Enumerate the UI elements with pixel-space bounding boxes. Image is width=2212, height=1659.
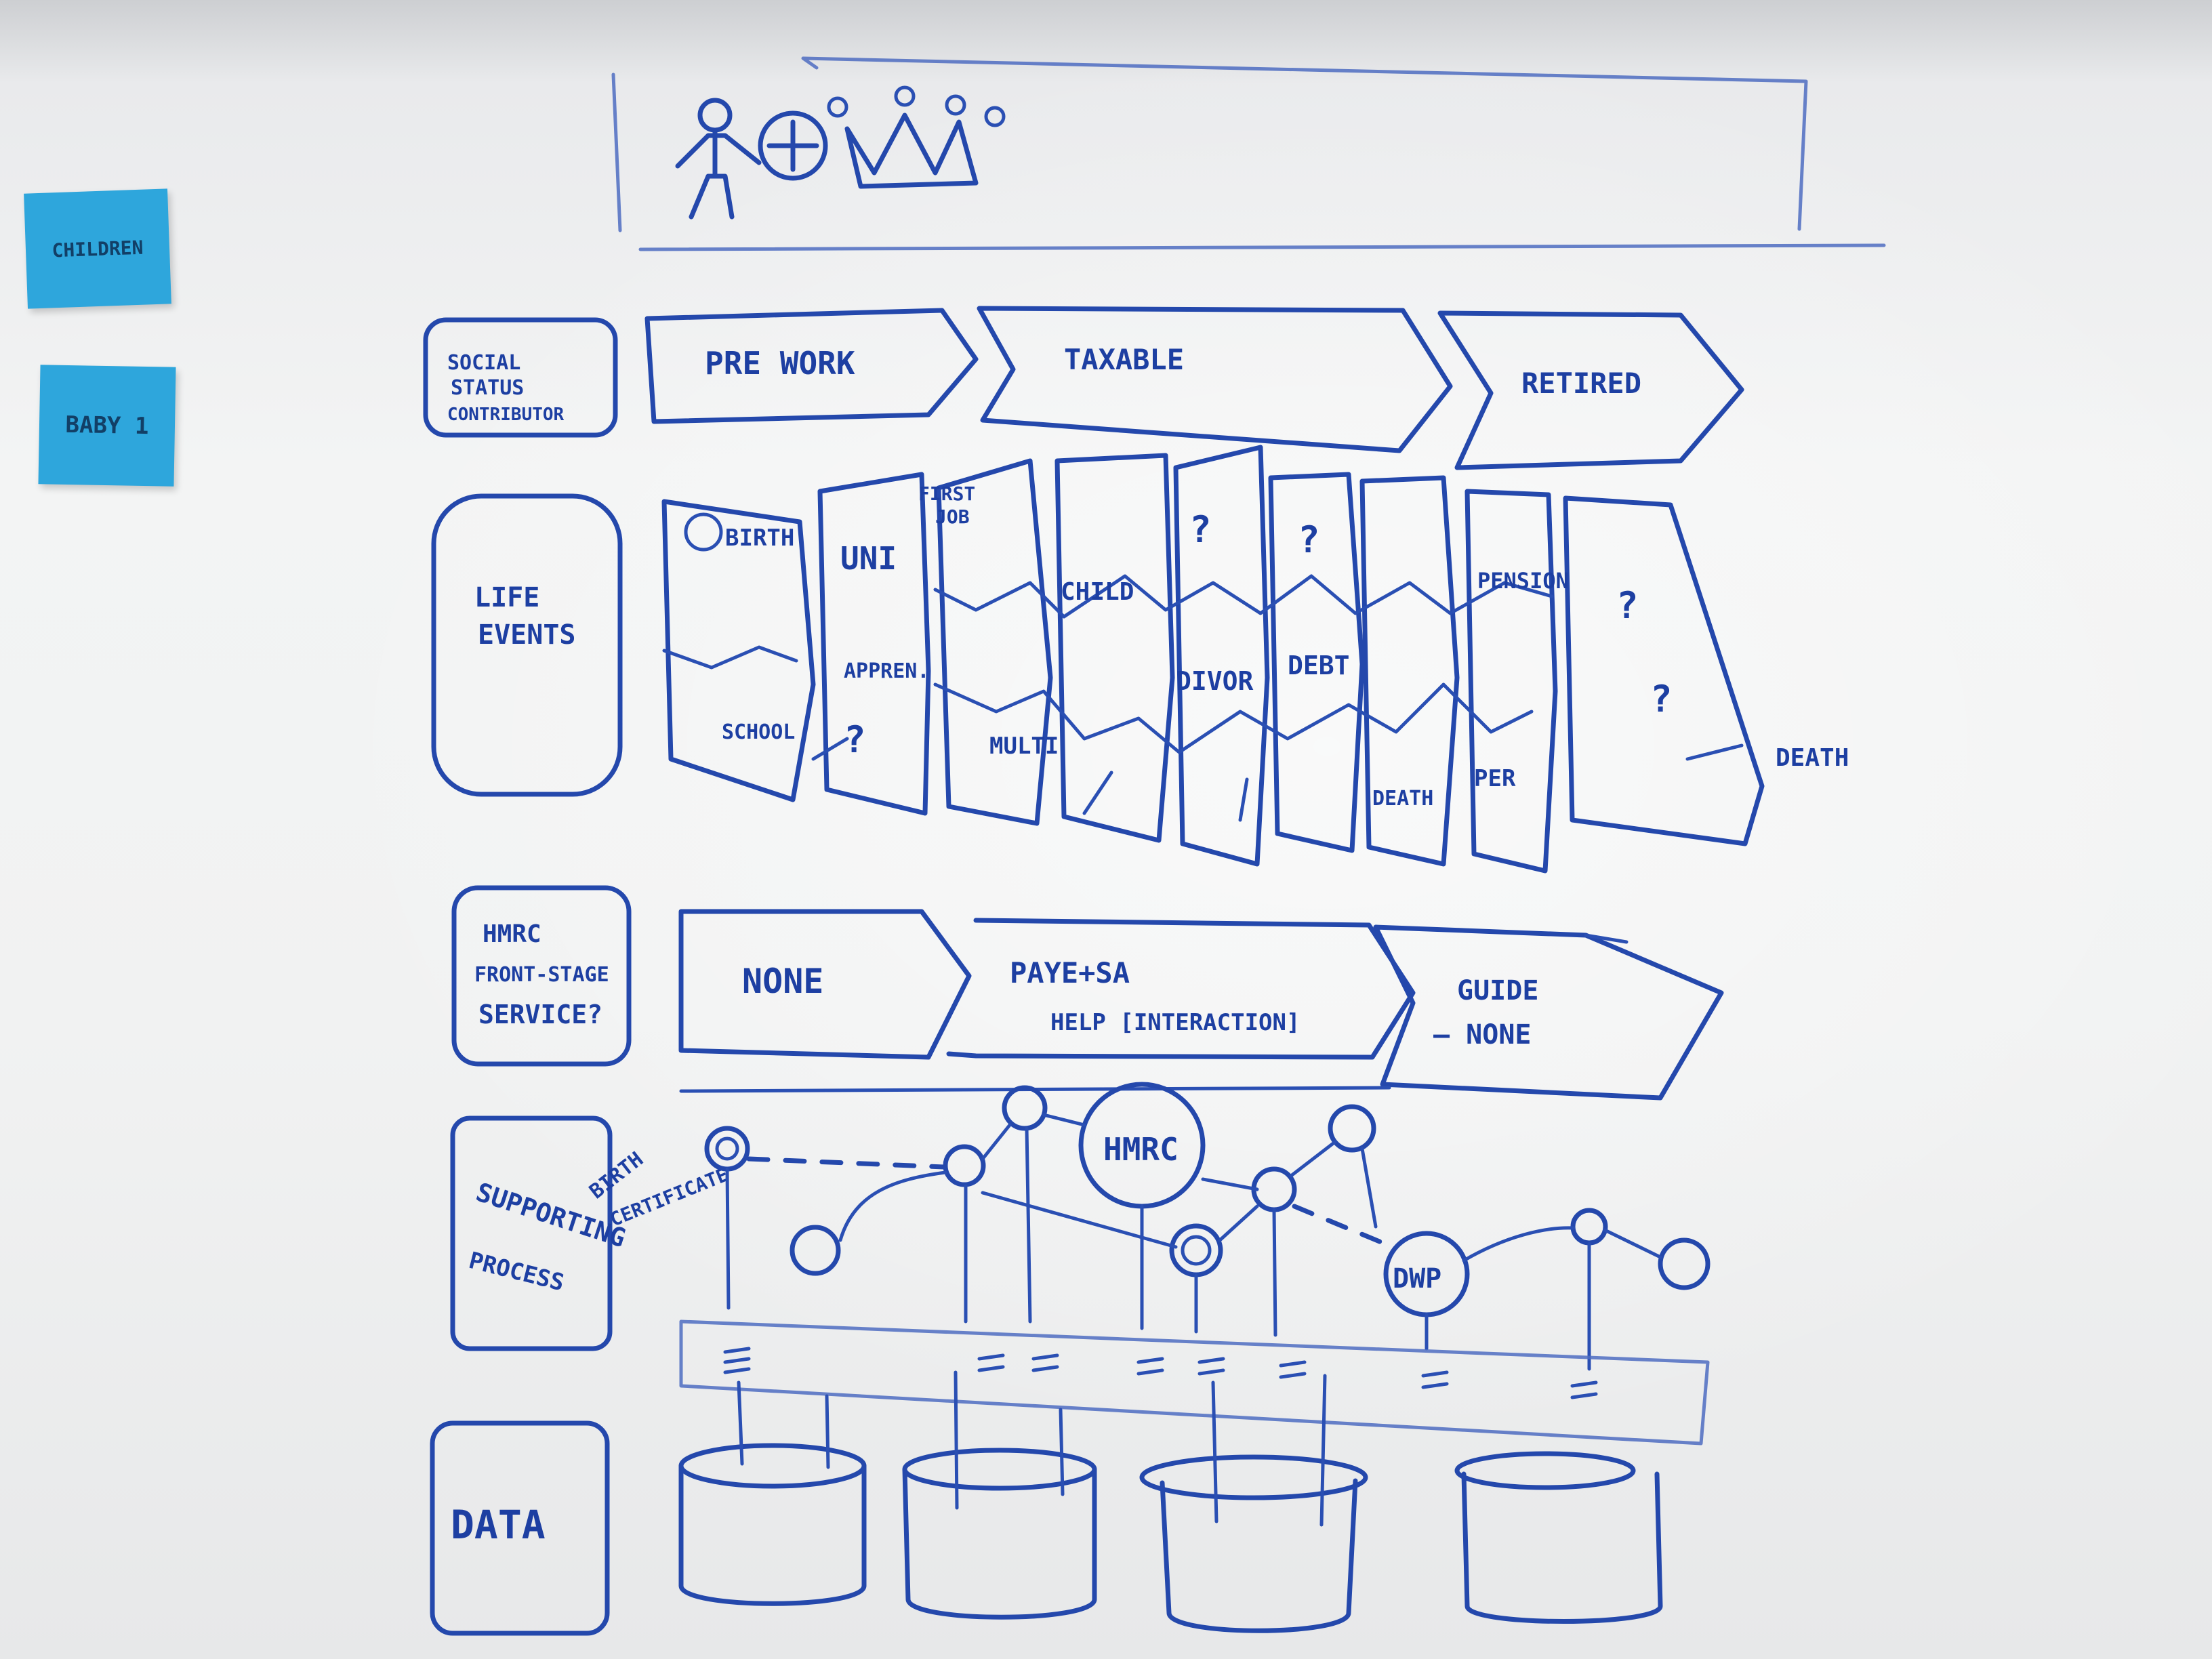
social-label-line-3: CONTRIBUTOR <box>447 405 565 425</box>
social-label-line-1: SOCIAL <box>447 351 520 375</box>
event-appren: APPREN. <box>844 659 929 683</box>
header-underline <box>638 243 1886 251</box>
life-events-lanes <box>661 445 1765 874</box>
hmrc-label-box: HMRC FRONT-STAGE SERVICE? <box>451 885 632 1067</box>
plus-circle-icon <box>758 110 828 181</box>
event-pension: PENSION <box>1477 568 1569 594</box>
supporting-label-line-2: PROCESS <box>466 1247 567 1296</box>
persona-icon <box>675 98 762 220</box>
hmrc-label-line-1: HMRC <box>483 920 541 948</box>
birth-certificate-line-1: BIRTH <box>585 1147 648 1204</box>
event-unknown-3: ? <box>1298 518 1320 561</box>
social-stage-pre-work: PRE WORK <box>644 308 979 424</box>
event-unknown-2: ? <box>1189 508 1212 551</box>
header-frame-left <box>611 73 622 232</box>
data-label-box: DATA <box>430 1420 610 1636</box>
event-death-left: DEATH <box>1372 787 1433 811</box>
event-school: SCHOOL <box>722 720 795 744</box>
event-per: PER <box>1474 765 1516 792</box>
supporting-label-box: SUPPORTING PROCESS <box>450 1115 629 1351</box>
event-child: CHILD <box>1061 578 1134 606</box>
event-divor: DIVOR <box>1176 666 1254 696</box>
event-unknown-4: ? <box>1616 584 1639 627</box>
crown-icon <box>827 85 1006 189</box>
data-store-2 <box>902 1370 1097 1620</box>
social-status-label-box: SOCIAL STATUS CONTRIBUTOR <box>423 317 618 438</box>
hmrc-stage-2-line-2: HELP [INTERACTION] <box>1050 1009 1300 1036</box>
dwp-node-label: DWP <box>1393 1263 1441 1294</box>
hmrc-label-line-2: FRONT-STAGE <box>474 963 609 987</box>
event-first-job-1: FIRST <box>918 483 975 505</box>
social-stage-retired: RETIRED <box>1437 310 1744 470</box>
life-events-text: BIRTH UNI FIRST JOB SCHOOL APPREN. CHILD… <box>684 483 1849 811</box>
event-birth: BIRTH <box>725 525 794 552</box>
hmrc-stage-1-line-1: NONE <box>742 962 823 1001</box>
data-store-4 <box>1454 1451 1663 1624</box>
event-unknown-5: ? <box>1650 678 1673 720</box>
social-stage-taxable: TAXABLE <box>977 306 1453 453</box>
event-unknown-1: ? <box>844 718 866 761</box>
event-debt: DEBT <box>1288 651 1350 680</box>
hmrc-stage-paye: PAYE+SA HELP [INTERACTION] <box>946 918 1416 1060</box>
hmrc-stage-none: NONE <box>678 909 972 1060</box>
social-stage-3-label: RETIRED <box>1521 367 1641 400</box>
event-uni: UNI <box>840 540 897 577</box>
integration-layer <box>679 1319 1710 1446</box>
life-events-label-line-1: LIFE <box>474 582 539 613</box>
social-label-line-2: STATUS <box>451 376 524 400</box>
data-label: DATA <box>451 1502 546 1548</box>
process-network: HMRC DWP <box>704 1082 1711 1371</box>
hmrc-stage-guide: GUIDE — NONE <box>679 924 1724 1101</box>
birth-marker <box>684 512 723 552</box>
hmrc-label-line-3: SERVICE? <box>478 1000 602 1029</box>
life-events-label-line-2: EVENTS <box>478 619 576 651</box>
event-multi: MULTI <box>989 733 1059 760</box>
hmrc-stage-3-line-1: GUIDE <box>1457 975 1538 1006</box>
life-events-label-box: LIFE EVENTS <box>431 493 623 797</box>
data-store-3 <box>1139 1374 1368 1633</box>
social-stage-1-label: PRE WORK <box>705 345 855 382</box>
data-store-1 <box>678 1380 867 1606</box>
event-first-job-2: JOB <box>935 506 970 528</box>
hmrc-stage-3-line-2: — NONE <box>1433 1019 1532 1050</box>
social-stage-2-label: TAXABLE <box>1064 343 1184 376</box>
hmrc-stage-2-line-1: PAYE+SA <box>1010 956 1130 989</box>
event-death-right: DEATH <box>1776 744 1849 772</box>
hmrc-node-label: HMRC <box>1103 1131 1179 1168</box>
